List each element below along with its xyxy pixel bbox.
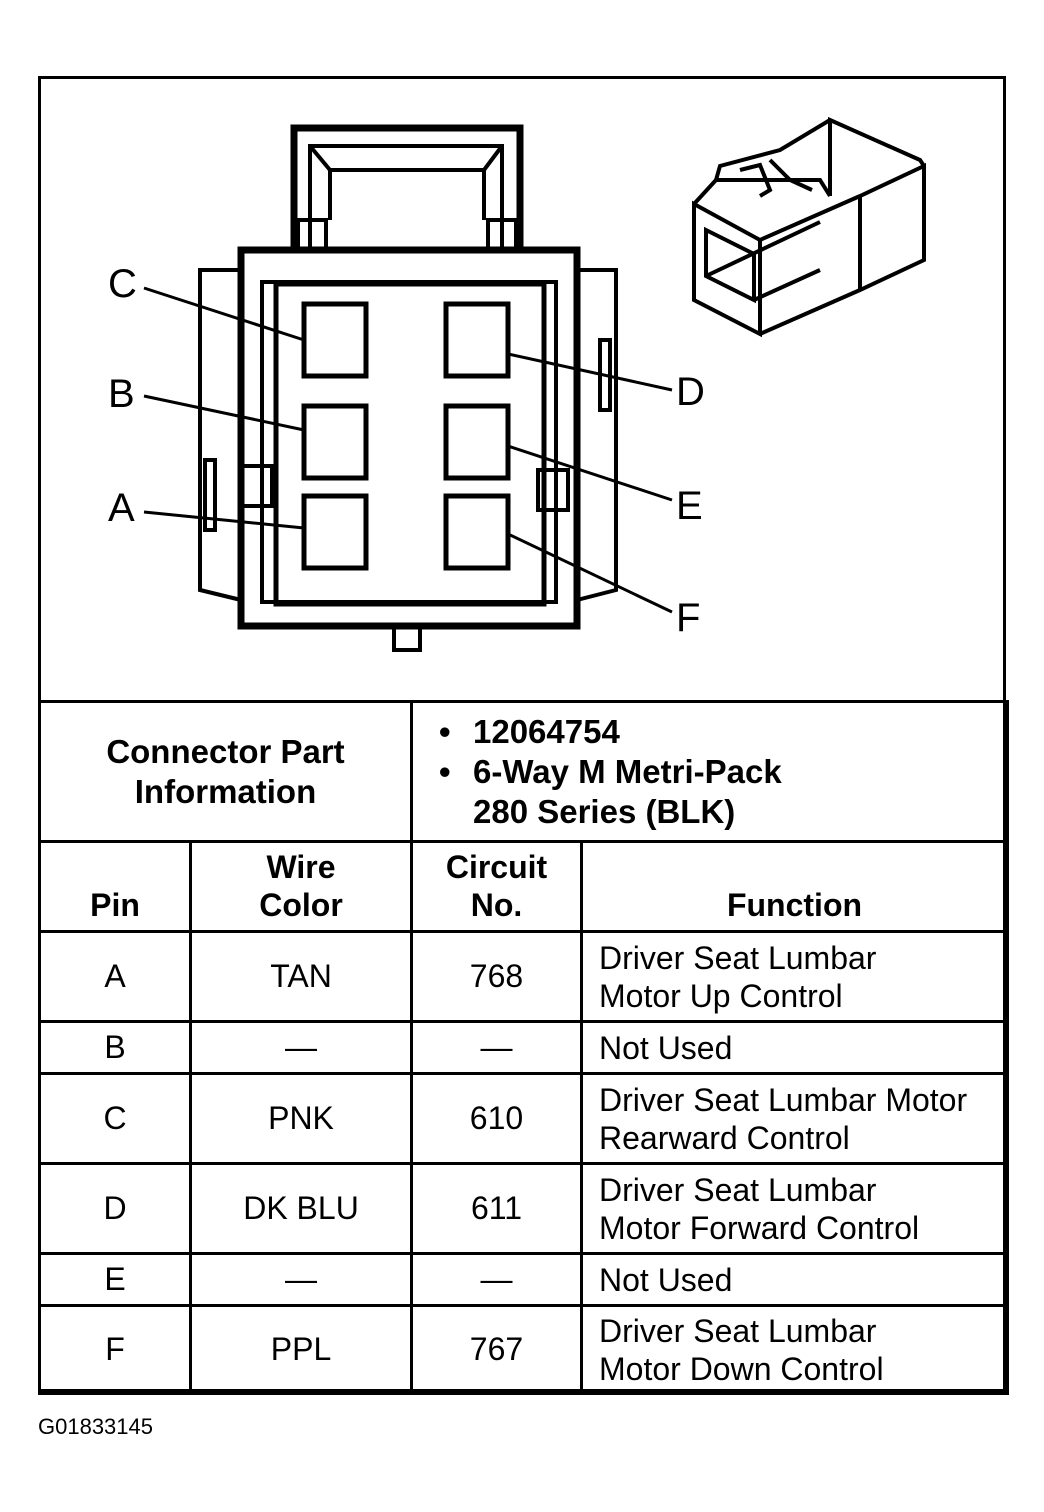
pin-cell: B — [38, 1020, 192, 1075]
connector-isometric-view — [692, 116, 926, 338]
connector-face-view — [143, 124, 673, 652]
connector-type: 6-Way M Metri-Pack 280 Series (BLK) — [439, 752, 793, 832]
circuit-cell: 767 — [410, 1304, 583, 1395]
function-cell: Not Used — [580, 1020, 1009, 1075]
connector-info-row: Connector Part Information 12064754 6-Wa… — [38, 700, 1009, 843]
table-row: F PPL 767 Driver Seat Lumbar Motor Down … — [38, 1304, 1009, 1395]
function-cell: Driver Seat Lumbar Motor Forward Control — [580, 1162, 1009, 1255]
connector-info-label: Connector Part Information — [38, 700, 413, 843]
circuit-cell: 768 — [410, 930, 583, 1023]
connector-table: Connector Part Information 12064754 6-Wa… — [38, 700, 1009, 1395]
wire-color-cell: PNK — [189, 1072, 413, 1165]
table-row: A TAN 768 Driver Seat Lumbar Motor Up Co… — [38, 930, 1009, 1023]
table-row: D DK BLU 611 Driver Seat Lumbar Motor Fo… — [38, 1162, 1009, 1255]
circuit-cell: 610 — [410, 1072, 583, 1165]
part-number: 12064754 — [439, 712, 1006, 752]
pin-cell: E — [38, 1252, 192, 1307]
wire-color-cell: — — [189, 1252, 413, 1307]
connector-diagram — [143, 116, 926, 652]
table-header-row: Pin Wire Color Circuit No. Function — [38, 840, 1009, 933]
wire-color-cell: DK BLU — [189, 1162, 413, 1255]
callout-b: B — [108, 372, 135, 416]
table-row: B — — Not Used — [38, 1020, 1009, 1075]
figure-code: G01833145 — [38, 1414, 153, 1439]
callout-d: D — [676, 370, 705, 414]
table-row: C PNK 610 Driver Seat Lumbar Motor Rearw… — [38, 1072, 1009, 1165]
circuit-cell: — — [410, 1252, 583, 1307]
callout-a: A — [108, 486, 135, 530]
callout-f: F — [676, 596, 701, 640]
function-cell: Driver Seat Lumbar Motor Rearward Contro… — [580, 1072, 1009, 1165]
function-cell: Not Used — [580, 1252, 1009, 1307]
callout-c: C — [108, 262, 137, 306]
wire-color-cell: TAN — [189, 930, 413, 1023]
pin-cell: D — [38, 1162, 192, 1255]
pin-cell: A — [38, 930, 192, 1023]
header-function: Function — [580, 840, 1009, 933]
header-wire-color: Wire Color — [189, 840, 413, 933]
header-pin: Pin — [38, 840, 192, 933]
function-cell: Driver Seat Lumbar Motor Down Control — [580, 1304, 1009, 1395]
function-cell: Driver Seat Lumbar Motor Up Control — [580, 930, 1009, 1023]
pin-cell: F — [38, 1304, 192, 1395]
table-row: E — — Not Used — [38, 1252, 1009, 1307]
circuit-cell: 611 — [410, 1162, 583, 1255]
connector-info-values: 12064754 6-Way M Metri-Pack 280 Series (… — [410, 700, 1009, 843]
callout-e: E — [676, 484, 703, 528]
wire-color-cell: — — [189, 1020, 413, 1075]
header-circuit: Circuit No. — [410, 840, 583, 933]
pin-cell: C — [38, 1072, 192, 1165]
wire-color-cell: PPL — [189, 1304, 413, 1395]
circuit-cell: — — [410, 1020, 583, 1075]
